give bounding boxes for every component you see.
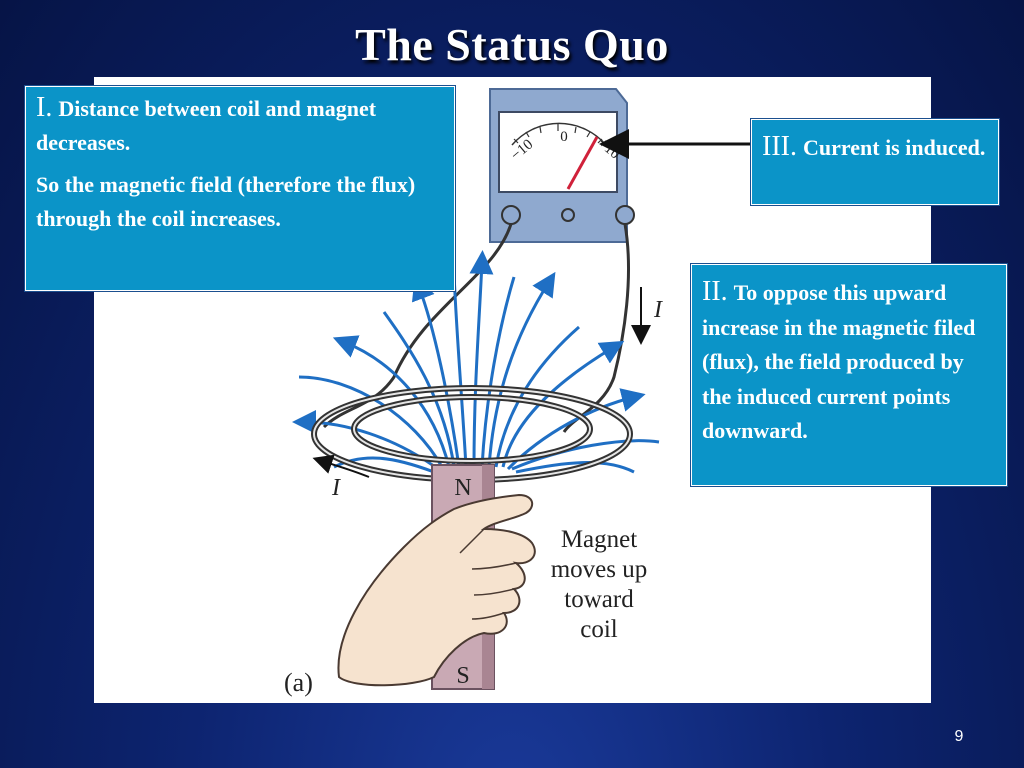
meter-needle [566, 136, 599, 190]
motion-caption: Magnet moves up toward coil [551, 526, 648, 643]
hand-icon [337, 493, 536, 687]
callout-one: I.Distance between coil and magnet decre… [25, 86, 455, 291]
meter-label-center: 0 [560, 129, 568, 145]
callout-three-text: Current is induced. [802, 135, 986, 160]
callout-one-line-1: I.Distance between coil and magnet decre… [36, 91, 444, 160]
callout-three-numeral: III. [762, 131, 797, 162]
callout-two-numeral: II. [702, 276, 728, 307]
slide-title: The Status Quo [355, 19, 669, 70]
caption-line-2: moves up [551, 556, 648, 583]
caption-line-3: toward [564, 586, 634, 613]
current-label-coil: I [331, 475, 341, 501]
caption-line-1: Magnet [561, 526, 637, 553]
induction-diagram: −10 0 +10 [284, 88, 751, 697]
magnetic-field-lines [292, 250, 660, 474]
panel-label: (a) [284, 668, 313, 697]
callout-three: III.Current is induced. [751, 119, 999, 205]
page-number: 9 [954, 728, 964, 745]
caption-line-4: coil [580, 616, 618, 643]
meter-terminal-right [615, 205, 635, 225]
magnet-south-label: S [456, 663, 469, 689]
callout-two-text: To oppose this upward increase in the ma… [702, 280, 976, 443]
callout-one-text-2: So the magnetic field (therefore the flu… [36, 172, 416, 231]
current-label-wire: I [653, 297, 663, 323]
meter-terminal-center [561, 208, 575, 222]
callout-one-numeral: I. [36, 92, 53, 123]
meter-terminal-left [501, 205, 521, 225]
galvanometer: −10 0 +10 [489, 88, 635, 243]
current-arrow-coil [312, 454, 370, 478]
magnet-north-label: N [454, 475, 471, 501]
callout-two: II.To oppose this upward increase in the… [691, 264, 1007, 486]
callout-one-text-1: Distance between coil and magnet decreas… [36, 96, 377, 155]
